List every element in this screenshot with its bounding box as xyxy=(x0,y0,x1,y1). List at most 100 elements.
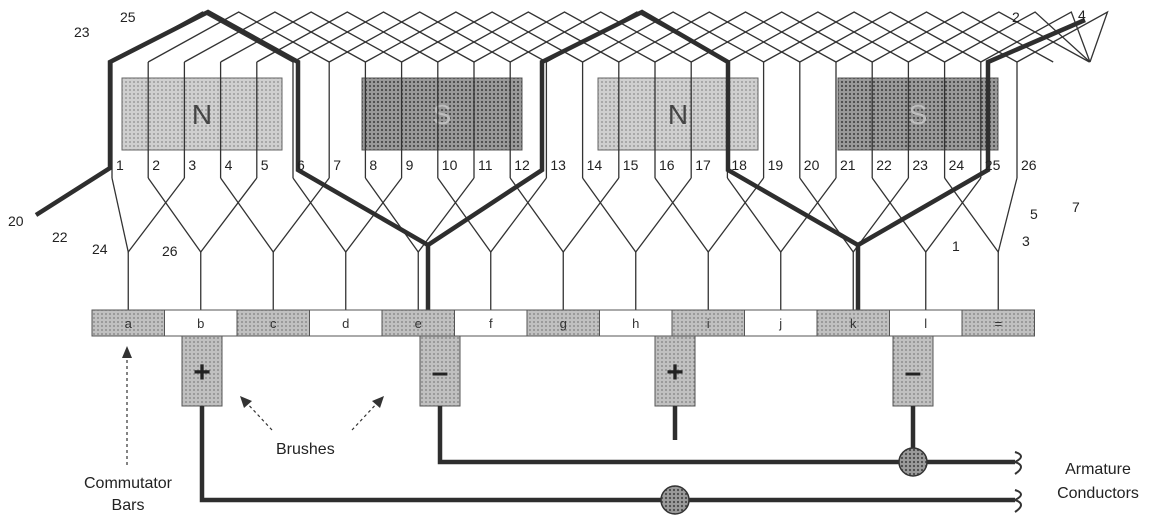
brush-2 xyxy=(419,335,461,407)
end-label-22: 22 xyxy=(52,229,68,245)
pole-2-label: S xyxy=(433,99,452,130)
conductor-label: 6 xyxy=(297,157,305,173)
arrow-brush-right xyxy=(351,399,381,431)
end-label-20: 20 xyxy=(8,213,24,229)
arrow-brush-left xyxy=(243,399,273,431)
conductor-label: 21 xyxy=(840,157,856,173)
commutator-bar-label: = xyxy=(994,316,1002,331)
label-commutator-1: Commutator xyxy=(84,475,173,492)
conductor-label: 16 xyxy=(659,157,675,173)
top-crossover xyxy=(582,11,764,63)
pole-1-label: N xyxy=(192,99,212,130)
top-crossover xyxy=(980,11,1091,63)
conductor-label: 4 xyxy=(225,157,233,173)
commutator-bar-label: l xyxy=(924,316,927,331)
bottom-crossover xyxy=(726,177,837,254)
pole-2 xyxy=(361,77,523,151)
brush-1-sign: + xyxy=(193,356,211,389)
bottom-crossover xyxy=(437,177,547,254)
brushes: + – + – xyxy=(181,335,934,407)
commutator-bar-label: d xyxy=(342,316,349,331)
top-crossover xyxy=(908,11,1090,63)
top-crossover xyxy=(220,11,402,63)
arrow-brush-left-head xyxy=(240,396,252,408)
top-crossover xyxy=(328,11,511,63)
conductor-label: 15 xyxy=(623,157,639,173)
conductor-label: 24 xyxy=(949,157,965,173)
top-crossover xyxy=(835,11,1018,63)
commutator-bar xyxy=(526,309,600,337)
conductor-label: 8 xyxy=(369,157,377,173)
bottom-crossover xyxy=(944,177,1018,254)
commutator-bar-label: k xyxy=(850,316,857,331)
bottom-crossover xyxy=(509,177,620,254)
commutator-bar xyxy=(599,309,673,337)
top-crossover xyxy=(184,11,366,63)
bottom-crossover xyxy=(582,177,692,254)
end-label-24: 24 xyxy=(92,241,108,257)
top-crossover xyxy=(654,11,837,63)
top-crossover xyxy=(1016,10,1109,63)
end-label-2: 2 xyxy=(1012,9,1020,25)
commutator-bar xyxy=(164,309,238,337)
commutator-bar-label: h xyxy=(632,316,639,331)
commutator-bar xyxy=(816,309,890,337)
end-label-5: 5 xyxy=(1030,206,1038,222)
top-crossover xyxy=(763,11,945,63)
field-poles: N S N S xyxy=(121,77,999,151)
arrow-brush-right-head xyxy=(372,396,384,408)
conductor-label: 25 xyxy=(985,157,1001,173)
junction-negative xyxy=(898,447,928,477)
bottom-crossover xyxy=(111,177,185,254)
arrow-commutator-head xyxy=(122,346,132,358)
conductor-label: 20 xyxy=(804,157,820,173)
end-label-26: 26 xyxy=(162,243,178,259)
bottom-crossover xyxy=(220,177,330,254)
brush-4-sign: – xyxy=(905,356,922,389)
top-crossover xyxy=(437,11,620,63)
annotation-arrows xyxy=(122,346,384,465)
winding-thin-wires xyxy=(111,10,1109,310)
current-path xyxy=(34,9,1086,318)
heavy-path-3 xyxy=(856,17,1086,247)
conductor-label: 17 xyxy=(695,157,711,173)
brush-2-sign: – xyxy=(432,356,449,389)
label-armature-2: Conductors xyxy=(1057,485,1139,502)
terminal-hook-2 xyxy=(1012,489,1022,513)
brush-3 xyxy=(654,335,696,407)
label-armature-1: Armature xyxy=(1065,461,1131,478)
negative-bus xyxy=(437,406,1015,465)
commutator-bar xyxy=(381,309,455,337)
commutator-bar-label: i xyxy=(707,316,710,331)
pole-3 xyxy=(597,77,759,151)
conductor-label: 23 xyxy=(912,157,928,173)
end-label-3: 3 xyxy=(1022,233,1030,249)
end-labels: 23 25 2 4 20 22 24 26 1 3 5 7 xyxy=(8,7,1086,259)
conductor-label: 19 xyxy=(768,157,784,173)
conductor-label: 2 xyxy=(152,157,160,173)
heavy-path-1 xyxy=(34,9,431,318)
top-crossover xyxy=(690,11,873,63)
top-crossover xyxy=(147,11,330,63)
end-label-4: 4 xyxy=(1078,7,1086,23)
conductor-label: 26 xyxy=(1021,157,1037,173)
top-crossover xyxy=(509,11,692,63)
bottom-crossover xyxy=(654,177,765,254)
conductor-label: 14 xyxy=(587,157,603,173)
positive-bus xyxy=(199,406,1015,503)
commutator-bar-label: b xyxy=(197,316,204,331)
conductor-label: 3 xyxy=(188,157,196,173)
conductor-label: 12 xyxy=(514,157,530,173)
label-brushes: Brushes xyxy=(276,441,335,458)
top-crossover xyxy=(944,11,1091,63)
conductor-label: 5 xyxy=(261,157,269,173)
commutator-bar-label: e xyxy=(415,316,422,331)
top-crossover xyxy=(727,11,909,63)
commutator-bar-label: j xyxy=(778,316,782,331)
brush-4 xyxy=(892,335,934,407)
commutator-bar xyxy=(454,309,528,337)
bottom-crossover xyxy=(871,177,982,254)
end-label-25: 25 xyxy=(120,9,136,25)
